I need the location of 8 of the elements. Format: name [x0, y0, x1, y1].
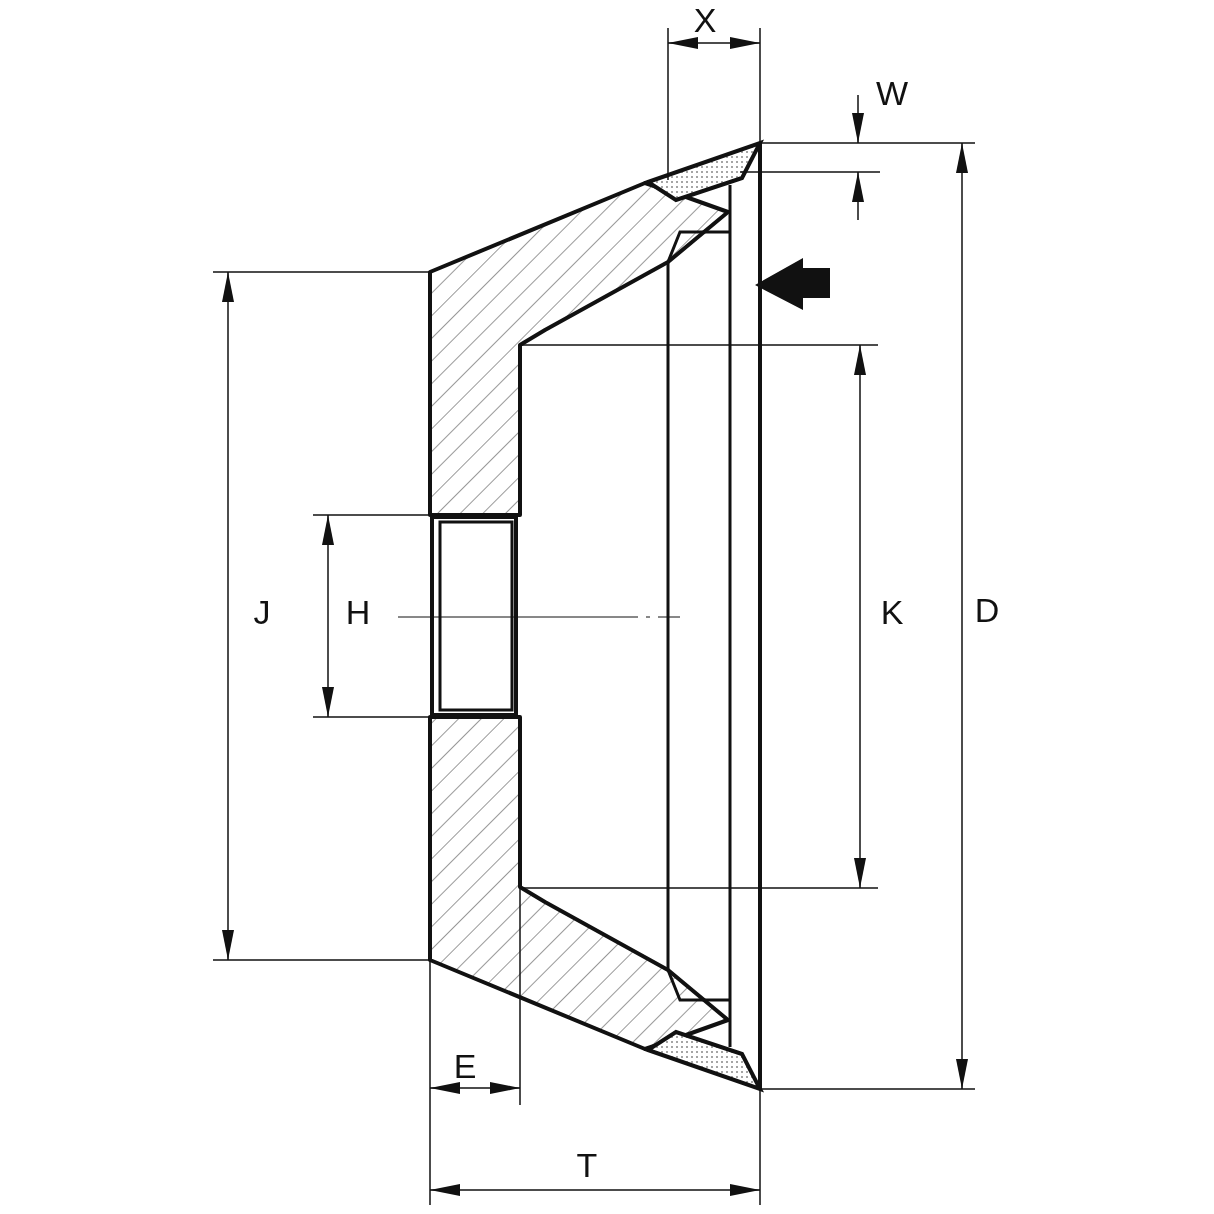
dimension-label: K — [880, 595, 904, 629]
dimension-label: J — [253, 595, 271, 629]
dimension-label: D — [974, 593, 1000, 627]
dimension-label: T — [576, 1148, 598, 1182]
dimension-label: H — [345, 595, 371, 629]
dimension-label: E — [453, 1049, 477, 1083]
dimension-label: W — [875, 76, 909, 110]
dimension-label: X — [693, 3, 717, 37]
